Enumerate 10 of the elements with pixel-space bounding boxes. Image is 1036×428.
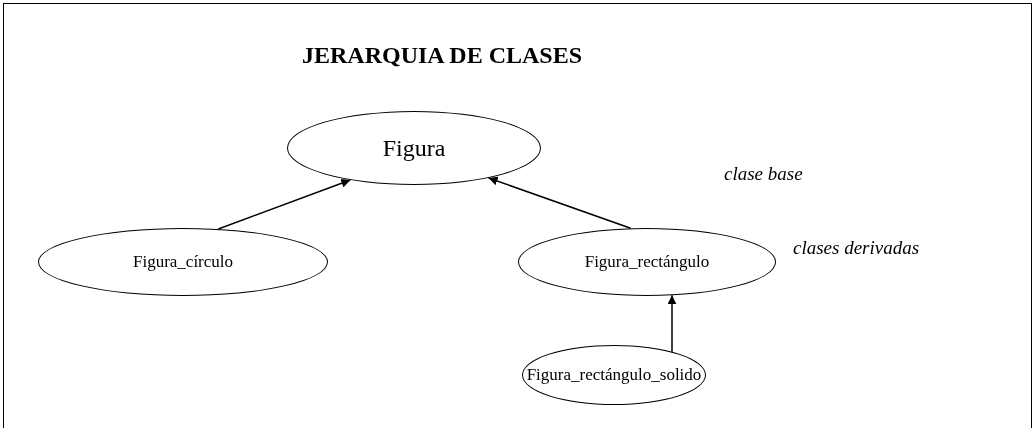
arrow: [667, 294, 677, 353]
class-name: Figura_rectángulo_solido: [526, 365, 702, 385]
class-name: Figura_rectángulo: [584, 252, 710, 272]
arrow: [487, 176, 632, 229]
diagram-title: JERARQUIA DE CLASES: [302, 42, 583, 69]
arrow: [217, 178, 352, 230]
annotation-text: clase base: [724, 163, 803, 185]
class-name: Figura: [382, 134, 446, 162]
annotation-text: clases derivadas: [793, 237, 920, 259]
class-name: Figura_círculo: [132, 252, 234, 272]
